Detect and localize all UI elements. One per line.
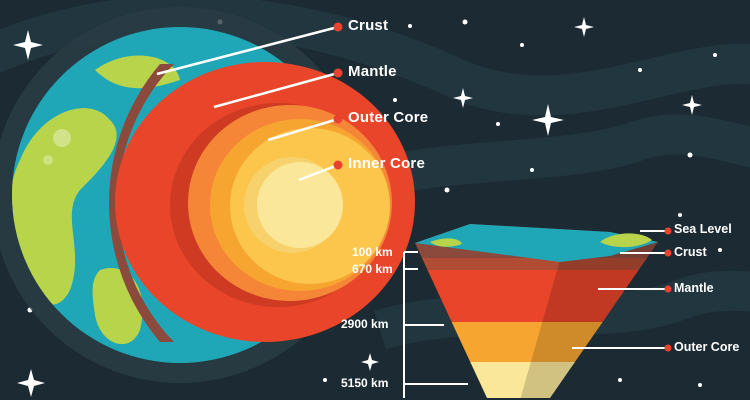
depth-label-2900km: 2900 km xyxy=(341,317,389,331)
depth-label-5150km: 5150 km xyxy=(341,376,389,390)
depth-ruler xyxy=(403,251,468,398)
depth-label-670km: 670 km xyxy=(352,262,393,276)
pointer-dot-outer-core xyxy=(333,114,343,124)
label-cone-mantle: Mantle xyxy=(674,281,714,295)
globe-inner-core-layer xyxy=(257,162,343,248)
earth-globe xyxy=(0,7,415,383)
globe-pointers xyxy=(156,25,339,182)
label-sea-level: Sea Level xyxy=(674,222,732,236)
pointer-dot-crust xyxy=(333,22,343,32)
pointer-dot-mantle xyxy=(333,68,343,78)
cone-dot-mantle xyxy=(664,285,672,293)
label-outer-core: Outer Core xyxy=(348,109,429,126)
label-mantle: Mantle xyxy=(348,63,397,80)
cone-dot-sea-level xyxy=(664,227,672,235)
cone-dot-outer-core xyxy=(664,344,672,352)
label-cone-crust: Crust xyxy=(674,245,707,259)
pointer-dot-inner-core xyxy=(333,160,343,170)
depth-label-100km: 100 km xyxy=(352,245,393,259)
cone-pointers xyxy=(572,230,668,349)
label-cone-outer-core: Outer Core xyxy=(674,340,740,354)
cone-dot-crust xyxy=(664,249,672,257)
label-inner-core: Inner Core xyxy=(348,155,426,172)
globe-crust-layer xyxy=(109,64,174,342)
label-crust: Crust xyxy=(348,17,389,34)
